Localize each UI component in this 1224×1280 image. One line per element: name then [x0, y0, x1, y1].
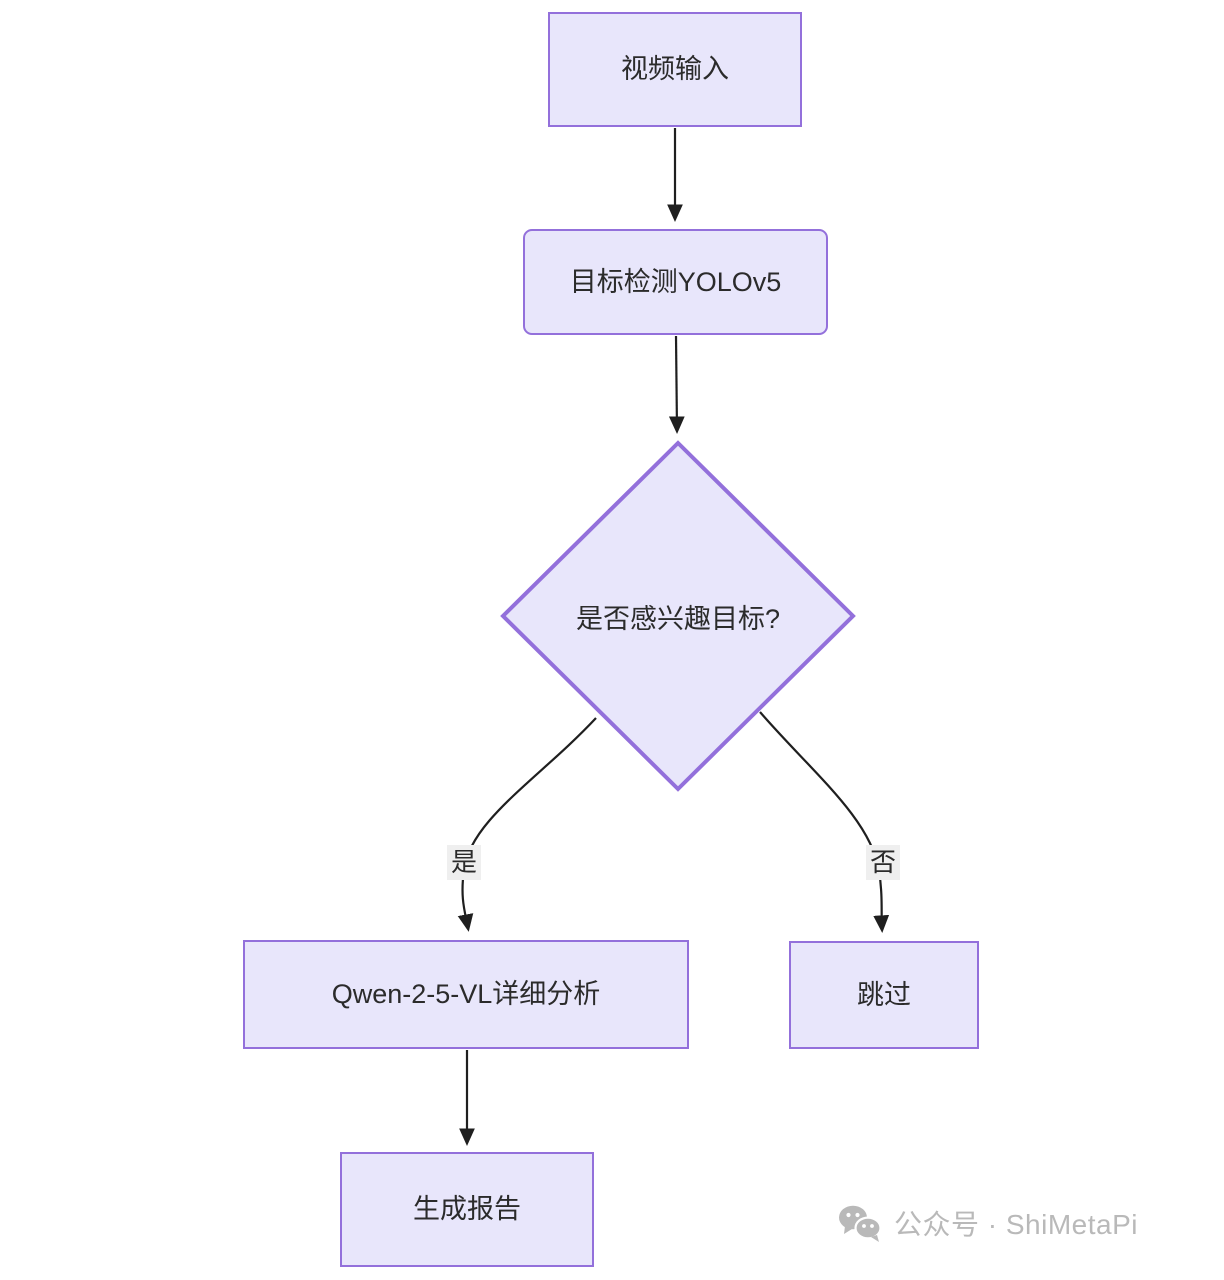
wechat-icon: [839, 1205, 882, 1242]
node-skip[interactable]: 跳过: [789, 941, 979, 1049]
node-yolo-detect[interactable]: 目标检测YOLOv5: [523, 229, 828, 335]
edge-label-no: 否: [866, 845, 901, 880]
edge-yolo-to-decision: [668, 335, 685, 434]
node-qwen-analysis[interactable]: Qwen-2-5-VL详细分析: [243, 940, 689, 1049]
node-yolo-detect-label: 目标检测YOLOv5: [569, 266, 782, 297]
node-qwen-analysis-label: Qwen-2-5-VL详细分析: [331, 979, 601, 1010]
edge-decision-to-skip: [759, 711, 890, 933]
watermark-text: 公众号 · ShiMetaPi: [894, 1209, 1138, 1240]
watermark: 公众号 · ShiMetaPi: [838, 1203, 1138, 1243]
node-report-label: 生成报告: [413, 1194, 521, 1225]
node-decision-interest-target[interactable]: 是否感兴趣目标?: [500, 440, 856, 792]
node-report[interactable]: 生成报告: [340, 1152, 594, 1267]
node-video-input-label: 视频输入: [621, 54, 729, 85]
diamond-shape: [500, 440, 856, 792]
node-video-input[interactable]: 视频输入: [548, 12, 802, 127]
node-decision-label: 是否感兴趣目标?: [575, 603, 781, 634]
node-skip-label: 跳过: [857, 979, 911, 1010]
edge-label-yes: 是: [447, 845, 482, 880]
